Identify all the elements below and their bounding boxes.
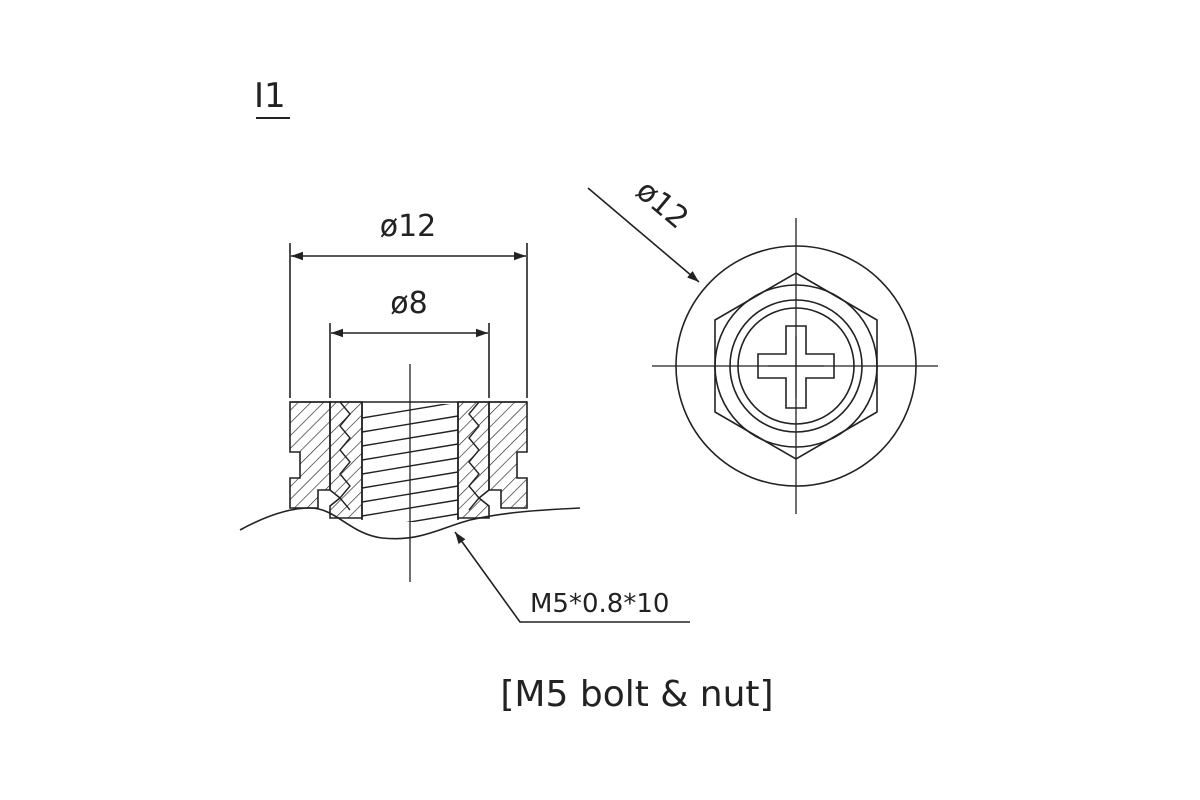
view-label-text: I1 (254, 76, 286, 116)
view-label: I1 (254, 76, 290, 119)
top-diameter-label: ø12 (629, 173, 695, 236)
top-diameter-leader (587, 187, 700, 283)
outer-diameter-label: ø12 (380, 209, 437, 244)
section-view (239, 243, 690, 623)
inner-diameter-label: ø8 (390, 286, 427, 321)
thread-leader-line (454, 531, 690, 623)
top-view (587, 187, 938, 514)
left-wall-section (289, 401, 331, 509)
right-wall-section (488, 401, 528, 509)
phillips-recess-icon (757, 325, 835, 409)
break-line (239, 507, 581, 540)
thread-callout-label: M5*0.8*10 (530, 589, 669, 619)
caption: [M5 bolt & nut] (500, 674, 773, 715)
